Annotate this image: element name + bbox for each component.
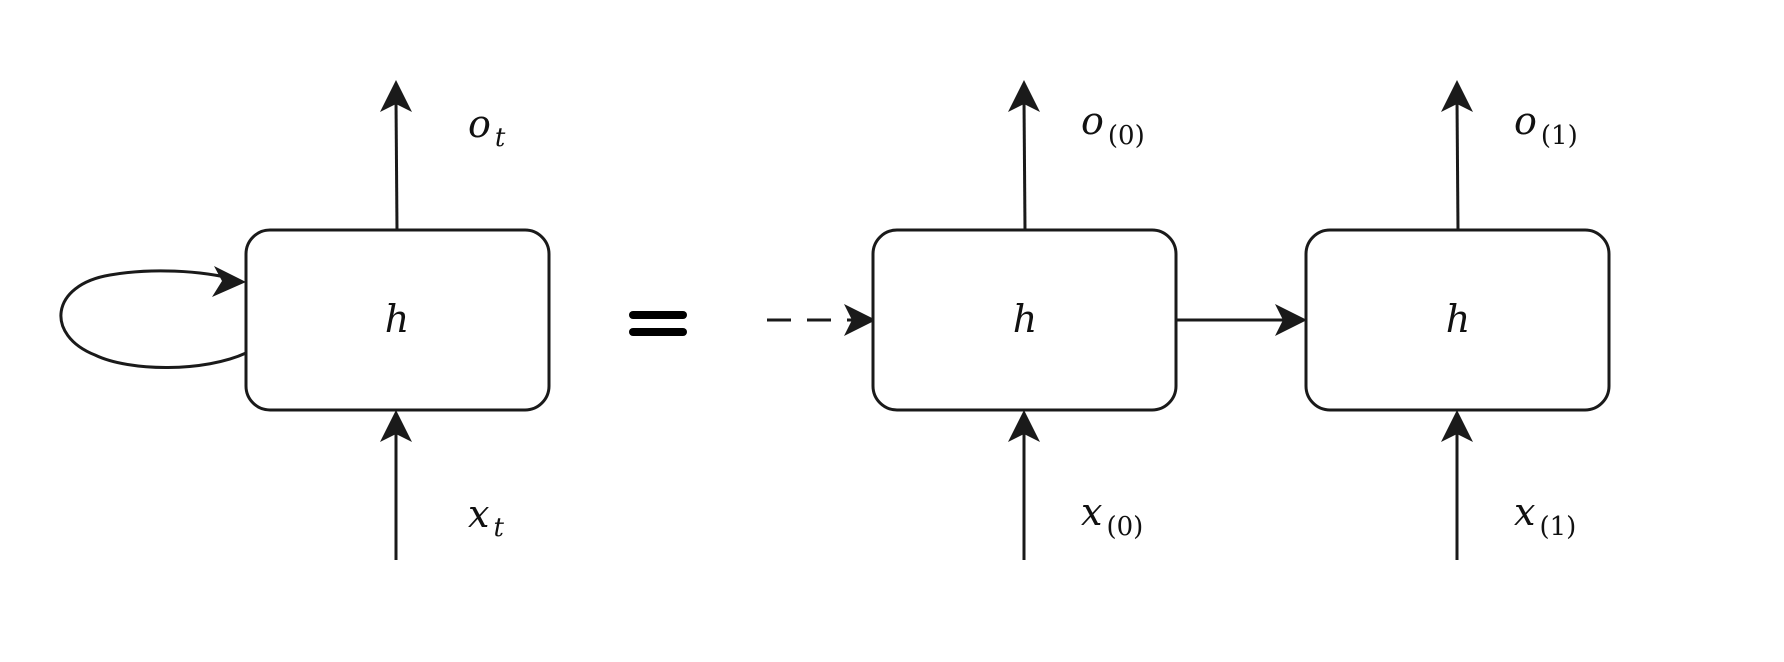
unrolled-cell-1: h o (1) x (1) bbox=[1304, 80, 1611, 560]
input-1-label: x (1) bbox=[1514, 490, 1576, 542]
input-subscript: t bbox=[493, 513, 504, 543]
output-0-subscript: (0) bbox=[1108, 121, 1145, 151]
output-0-edge bbox=[1022, 99, 1027, 231]
hidden-state-0-label: h bbox=[1013, 297, 1037, 341]
incoming-dashed-arrowhead bbox=[844, 304, 876, 336]
hidden-state-box bbox=[244, 228, 551, 412]
input-1-arrowhead bbox=[1441, 410, 1473, 442]
output-0-symbol: o bbox=[1081, 99, 1104, 143]
input-0-subscript: (0) bbox=[1106, 512, 1143, 542]
hidden-state-1-box bbox=[1304, 228, 1611, 412]
output-label: o t bbox=[468, 102, 506, 153]
output-arrowhead bbox=[380, 80, 412, 112]
equals-sign-text: = bbox=[658, 339, 659, 341]
output-1-symbol: o bbox=[1514, 99, 1537, 143]
input-1-symbol: x bbox=[1514, 490, 1535, 534]
hidden-state-label: h bbox=[385, 297, 409, 341]
output-edge bbox=[394, 99, 399, 231]
input-label: x t bbox=[468, 492, 504, 543]
output-0-label: o (0) bbox=[1081, 99, 1145, 151]
input-0-arrowhead bbox=[1008, 410, 1040, 442]
output-symbol: o bbox=[468, 102, 491, 146]
output-1-subscript: (1) bbox=[1541, 121, 1578, 151]
hidden-state-1-label: h bbox=[1446, 297, 1470, 341]
input-symbol: x bbox=[468, 492, 489, 536]
input-arrowhead bbox=[380, 410, 412, 442]
output-subscript: t bbox=[495, 123, 506, 153]
input-0-label: x (0) bbox=[1081, 490, 1143, 542]
output-0-arrowhead bbox=[1008, 80, 1040, 112]
output-1-arrowhead bbox=[1441, 80, 1473, 112]
input-0-symbol: x bbox=[1081, 490, 1102, 534]
unrolled-cell-0: h o (0) x (0) bbox=[767, 80, 1178, 560]
self-loop-arrowhead bbox=[212, 266, 246, 297]
input-1-subscript: (1) bbox=[1539, 512, 1576, 542]
self-loop-edge bbox=[59, 269, 247, 369]
equals-sign bbox=[629, 311, 687, 336]
recurrent-edge-0-to-1 bbox=[1176, 304, 1307, 336]
output-1-label: o (1) bbox=[1514, 99, 1578, 151]
recurrent-edge-arrowhead bbox=[1275, 304, 1307, 336]
folded-rnn-cell: h o t x t bbox=[59, 80, 551, 560]
output-1-edge bbox=[1455, 99, 1460, 231]
